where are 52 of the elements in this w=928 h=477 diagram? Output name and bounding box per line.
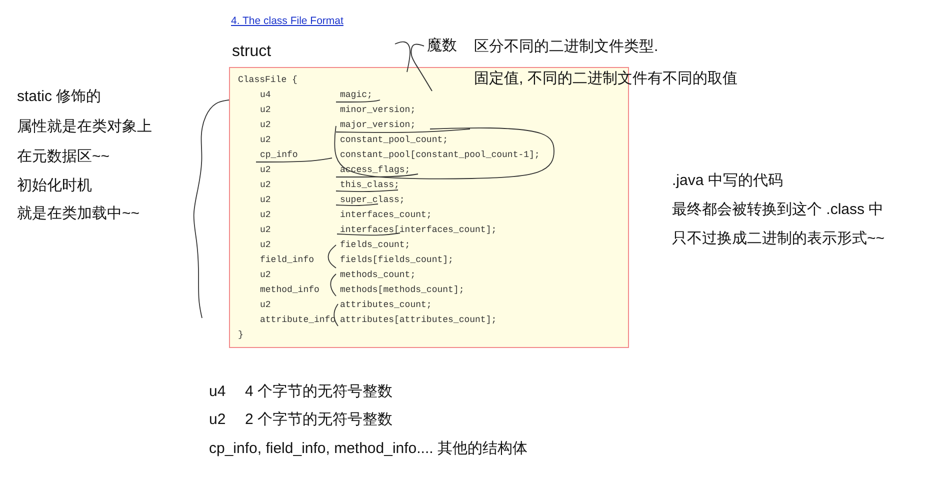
annotation-text: static 修饰的 [17, 88, 102, 106]
code-text: u2 [260, 179, 271, 191]
annotation-text: 区分不同的二进制文件类型. [474, 38, 658, 56]
annotation-text: 只不过换成二进制的表示形式~~ [672, 230, 885, 248]
code-text: attributes_count; [340, 299, 432, 311]
code-text: u2 [260, 239, 271, 251]
code-text: attributes[attributes_count]; [340, 314, 497, 326]
code-text: major_version; [340, 119, 416, 131]
annotation-text: 4 个字节的无符号整数 [245, 383, 393, 401]
code-text: methods_count; [340, 269, 416, 281]
code-text: u2 [260, 299, 271, 311]
code-text: interfaces_count; [340, 209, 432, 221]
code-text: this_class; [340, 179, 400, 191]
code-text: attribute_info [260, 314, 336, 326]
code-text: fields_count; [340, 239, 410, 251]
annotation-text: u2 [209, 411, 226, 429]
code-text: method_info [260, 284, 320, 296]
code-text: u2 [260, 194, 271, 206]
code-text: fields[fields_count]; [340, 254, 454, 266]
annotation-text: 在元数据区~~ [17, 148, 110, 166]
annotation-text: 魔数 [427, 37, 457, 55]
code-text: constant_pool[constant_pool_count-1]; [340, 149, 540, 161]
code-text: u2 [260, 224, 271, 236]
code-text: u2 [260, 269, 271, 281]
code-text: u4 [260, 89, 271, 101]
code-text: cp_info [260, 149, 298, 161]
code-text: u2 [260, 209, 271, 221]
code-text: methods[methods_count]; [340, 284, 464, 296]
code-text: } [238, 329, 244, 341]
annotation-text: 最终都会被转换到这个 .class 中 [672, 201, 884, 219]
title-link: 4. The class File Format [231, 14, 344, 29]
code-text: u2 [260, 134, 271, 146]
annotation-text: 就是在类加载中~~ [17, 205, 140, 223]
code-text: u2 [260, 164, 271, 176]
leader-line [410, 44, 432, 92]
annotation-text: .java 中写的代码 [672, 172, 783, 190]
code-text: u2 [260, 119, 271, 131]
annotation-text: u4 [209, 383, 226, 401]
code-text: constant_pool_count; [340, 134, 448, 146]
code-text: field_info [260, 254, 314, 266]
annotation-text: struct [232, 43, 272, 61]
code-text: magic; [340, 89, 372, 101]
code-text: interfaces[interfaces_count]; [340, 224, 497, 236]
annotation-text: 属性就是在类对象上 [17, 118, 152, 136]
code-text: u2 [260, 104, 271, 116]
annotation-text: 固定值, 不同的二进制文件有不同的取值 [474, 70, 738, 88]
annotation-text: 初始化时机 [17, 177, 92, 195]
code-text: ClassFile { [238, 74, 298, 86]
code-text: minor_version; [340, 104, 416, 116]
code-text: super_class; [340, 194, 405, 206]
annotation-text: 2 个字节的无符号整数 [245, 411, 393, 429]
annotation-text: cp_info, field_info, method_info.... 其他的结构体 [209, 440, 528, 458]
